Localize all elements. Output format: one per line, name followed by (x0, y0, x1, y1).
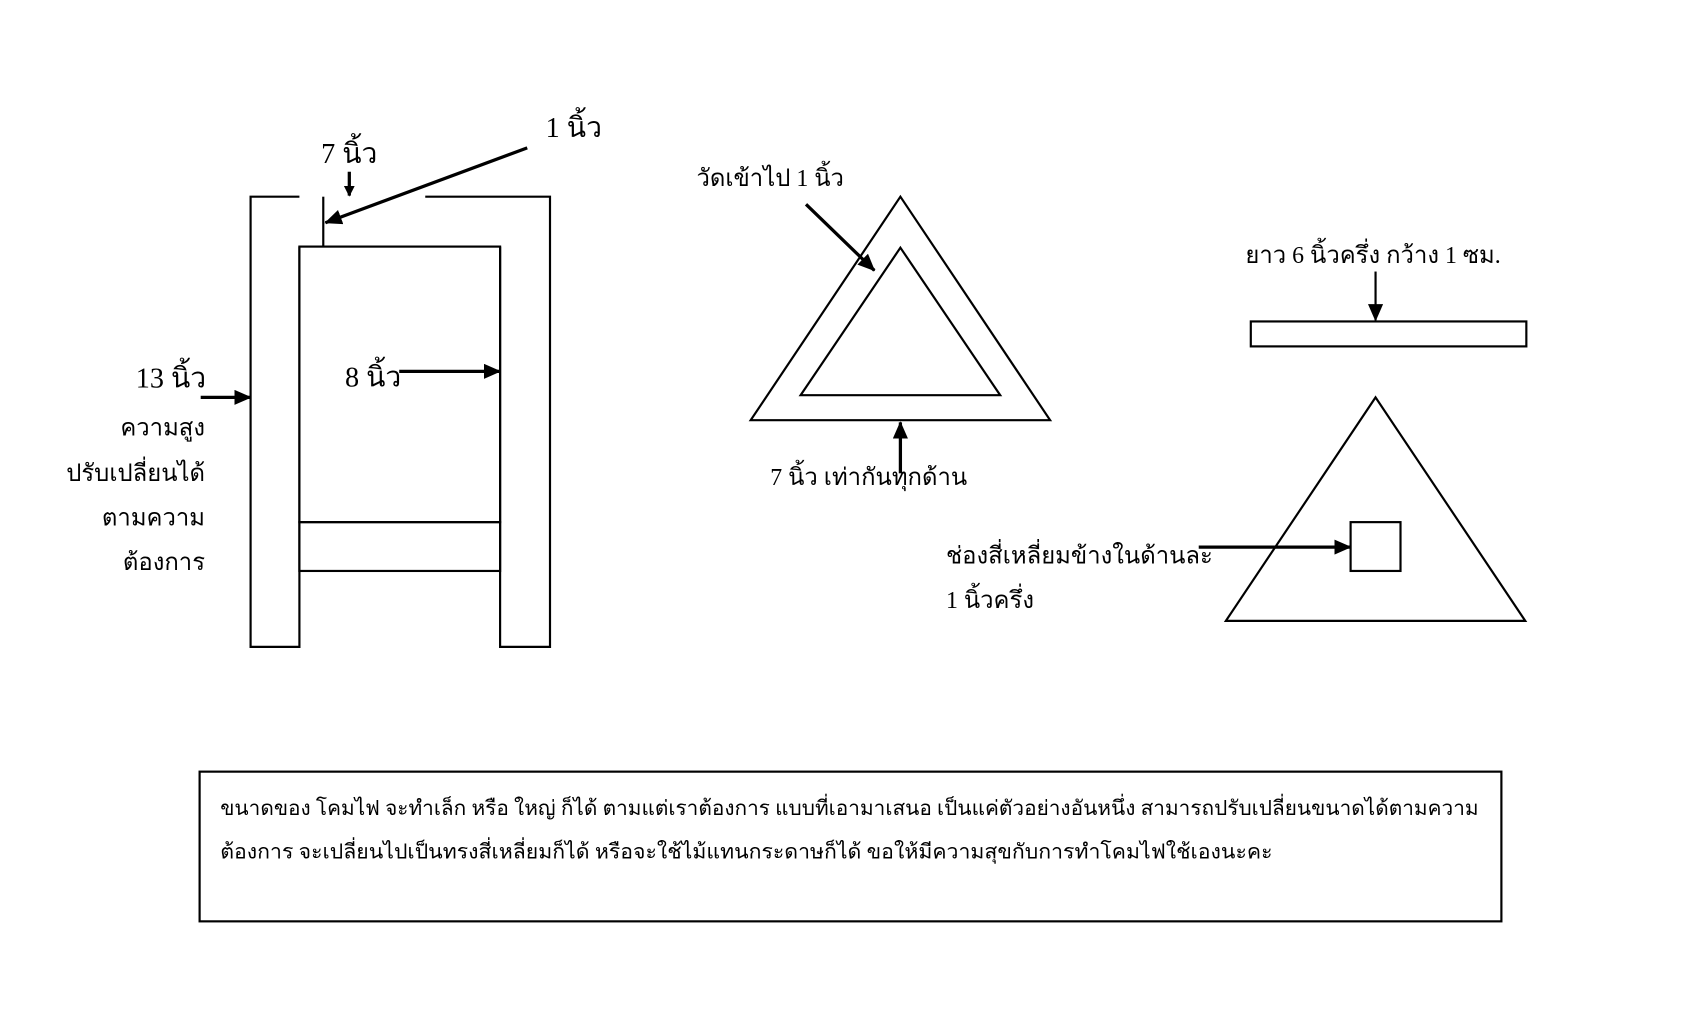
lamp-frame: 7 นิ้ว 1 นิ้ว 13 นิ้ว 8 นิ้ว ความสูง ปรั… (66, 107, 602, 648)
label-height: 13 นิ้ว (136, 358, 206, 395)
label-window-2: 1 นิ้วครึ่ง (946, 583, 1034, 614)
label-strip: ยาว 6 นิ้วครึ่ง กว้าง 1 ซม. (1245, 238, 1500, 269)
note-box-frame (198, 770, 1503, 923)
window-triangle (1223, 395, 1528, 622)
triangle-window: ช่องสี่เหลี่ยมข้างในด้านละ 1 นิ้วครึ่ง (946, 395, 1528, 622)
strip: ยาว 6 นิ้วครึ่ง กว้าง 1 ซม. (1245, 238, 1528, 348)
label-inner: 8 นิ้ว (345, 357, 401, 394)
inner-triangle (798, 245, 1003, 397)
note-line: ตามความ (102, 505, 205, 531)
label-top-width: 7 นิ้ว (321, 133, 377, 170)
arrow-inset (804, 203, 876, 272)
note-line: ปรับเปลี่ยนได้ (66, 456, 205, 487)
note-line-2: ต้องการ จะเปลี่ยนไปเป็นทรงสี่เหลี่ยมก็ได… (220, 837, 1272, 864)
triangle-frame: วัดเข้าไป 1 นิ้ว 7 นิ้ว เท่ากันทุกด้าน (696, 161, 1053, 491)
label-sides: 7 นิ้ว เท่ากันทุกด้าน (770, 460, 967, 491)
note-line: ต้องการ (123, 550, 205, 576)
strip-rect (1249, 320, 1528, 348)
label-gap: 1 นิ้ว (546, 107, 602, 144)
note-line-1: ขนาดของ โคมไฟ จะทำเล็ก หรือ ใหญ่ ก็ได้ ต… (220, 794, 1478, 820)
outer-frame-right (425, 195, 552, 648)
base-band (298, 521, 502, 573)
outer-triangle (748, 194, 1053, 422)
arrow-gap (324, 146, 528, 225)
window-square (1349, 521, 1402, 573)
note-line: ความสูง (120, 415, 205, 442)
outer-frame-left (249, 195, 301, 648)
label-inset: วัดเข้าไป 1 นิ้ว (696, 161, 843, 192)
label-window-1: ช่องสี่เหลี่ยมข้างในด้านละ (946, 538, 1213, 569)
note-box: ขนาดของ โคมไฟ จะทำเล็ก หรือ ใหญ่ ก็ได้ ต… (198, 770, 1503, 923)
